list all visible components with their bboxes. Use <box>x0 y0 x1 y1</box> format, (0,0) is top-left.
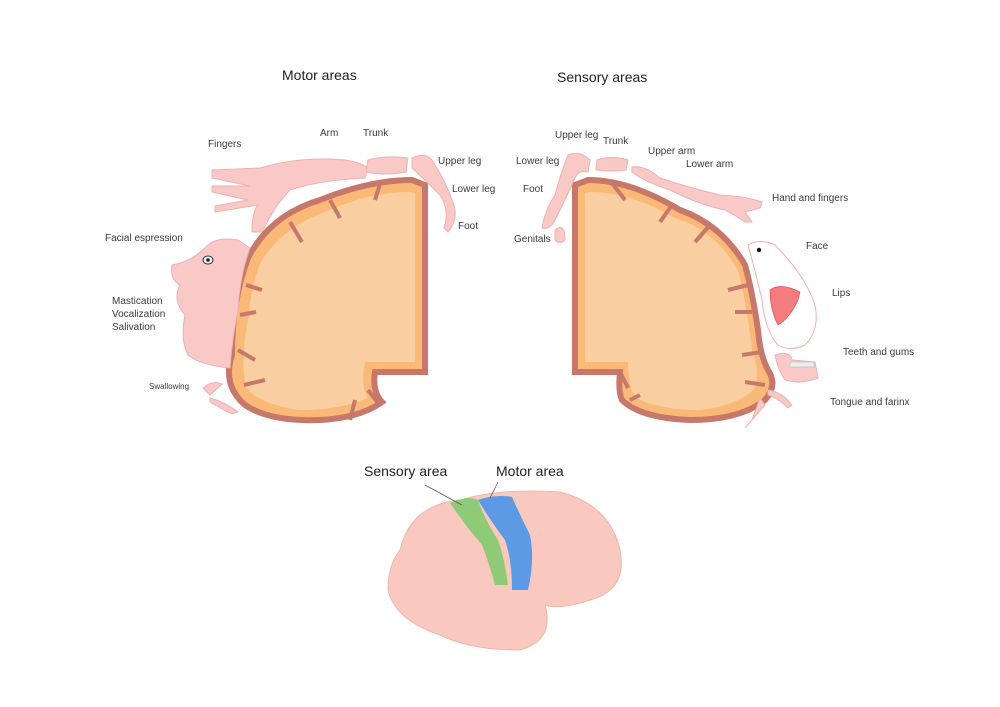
label-s-upper-arm: Upper arm <box>648 146 696 157</box>
label-s-face: Face <box>806 241 829 252</box>
face-shape <box>171 238 251 369</box>
label-s-lower-arm: Lower arm <box>686 159 734 170</box>
trunk-shape <box>365 156 409 175</box>
sensory-areas-title: Sensory areas <box>557 69 648 85</box>
label-salivation: Salivation <box>112 322 156 333</box>
sensory-pointer <box>424 484 463 506</box>
label-s-trunk: Trunk <box>603 136 629 147</box>
tongue-shape <box>744 389 793 429</box>
label-vocalization: Vocalization <box>112 309 166 320</box>
trunk-shape <box>595 157 629 172</box>
arm-shape <box>631 166 763 223</box>
label-fingers: Fingers <box>208 139 242 150</box>
label-arm: Arm <box>320 128 339 139</box>
jaw-shape <box>774 352 819 383</box>
label-trunk: Trunk <box>363 128 389 139</box>
sensory-homunculus <box>541 152 819 429</box>
motor-homunculus <box>171 154 456 415</box>
hand-shape <box>211 158 369 233</box>
genitals-shape <box>554 227 566 243</box>
lips-shape <box>769 286 801 326</box>
leg-shape <box>411 154 456 233</box>
label-s-tongue: Tongue and farinx <box>830 397 910 408</box>
label-foot: Foot <box>458 221 479 232</box>
label-facial: Facial espression <box>105 233 183 244</box>
teeth-shape <box>789 361 815 368</box>
label-upper-leg: Upper leg <box>438 156 482 167</box>
label-swallowing: Swallowing <box>149 382 190 391</box>
sensory-cortex <box>572 176 776 424</box>
label-s-lips: Lips <box>832 288 851 299</box>
motor-cortex <box>226 176 428 424</box>
label-s-upper-leg: Upper leg <box>555 130 599 141</box>
motor-strip <box>478 496 533 590</box>
label-lower-leg: Lower leg <box>452 184 496 195</box>
label-s-genitals: Genitals <box>514 234 551 245</box>
label-mastication: Mastication <box>112 296 163 307</box>
label-motor-area: Motor area <box>496 463 564 479</box>
label-s-teeth: Teeth and gums <box>843 347 915 358</box>
leg-shape <box>541 152 591 229</box>
label-s-lower-leg: Lower leg <box>516 156 560 167</box>
label-sensory-area: Sensory area <box>364 463 448 479</box>
motor-pointer <box>489 481 499 499</box>
lateral-brain <box>387 481 622 651</box>
swallowing-shape <box>202 382 240 415</box>
sensory-strip <box>450 498 508 585</box>
label-s-hand: Hand and fingers <box>772 193 849 204</box>
label-s-foot: Foot <box>523 184 544 195</box>
eye-icon <box>756 247 762 253</box>
motor-areas-title: Motor areas <box>282 67 357 83</box>
